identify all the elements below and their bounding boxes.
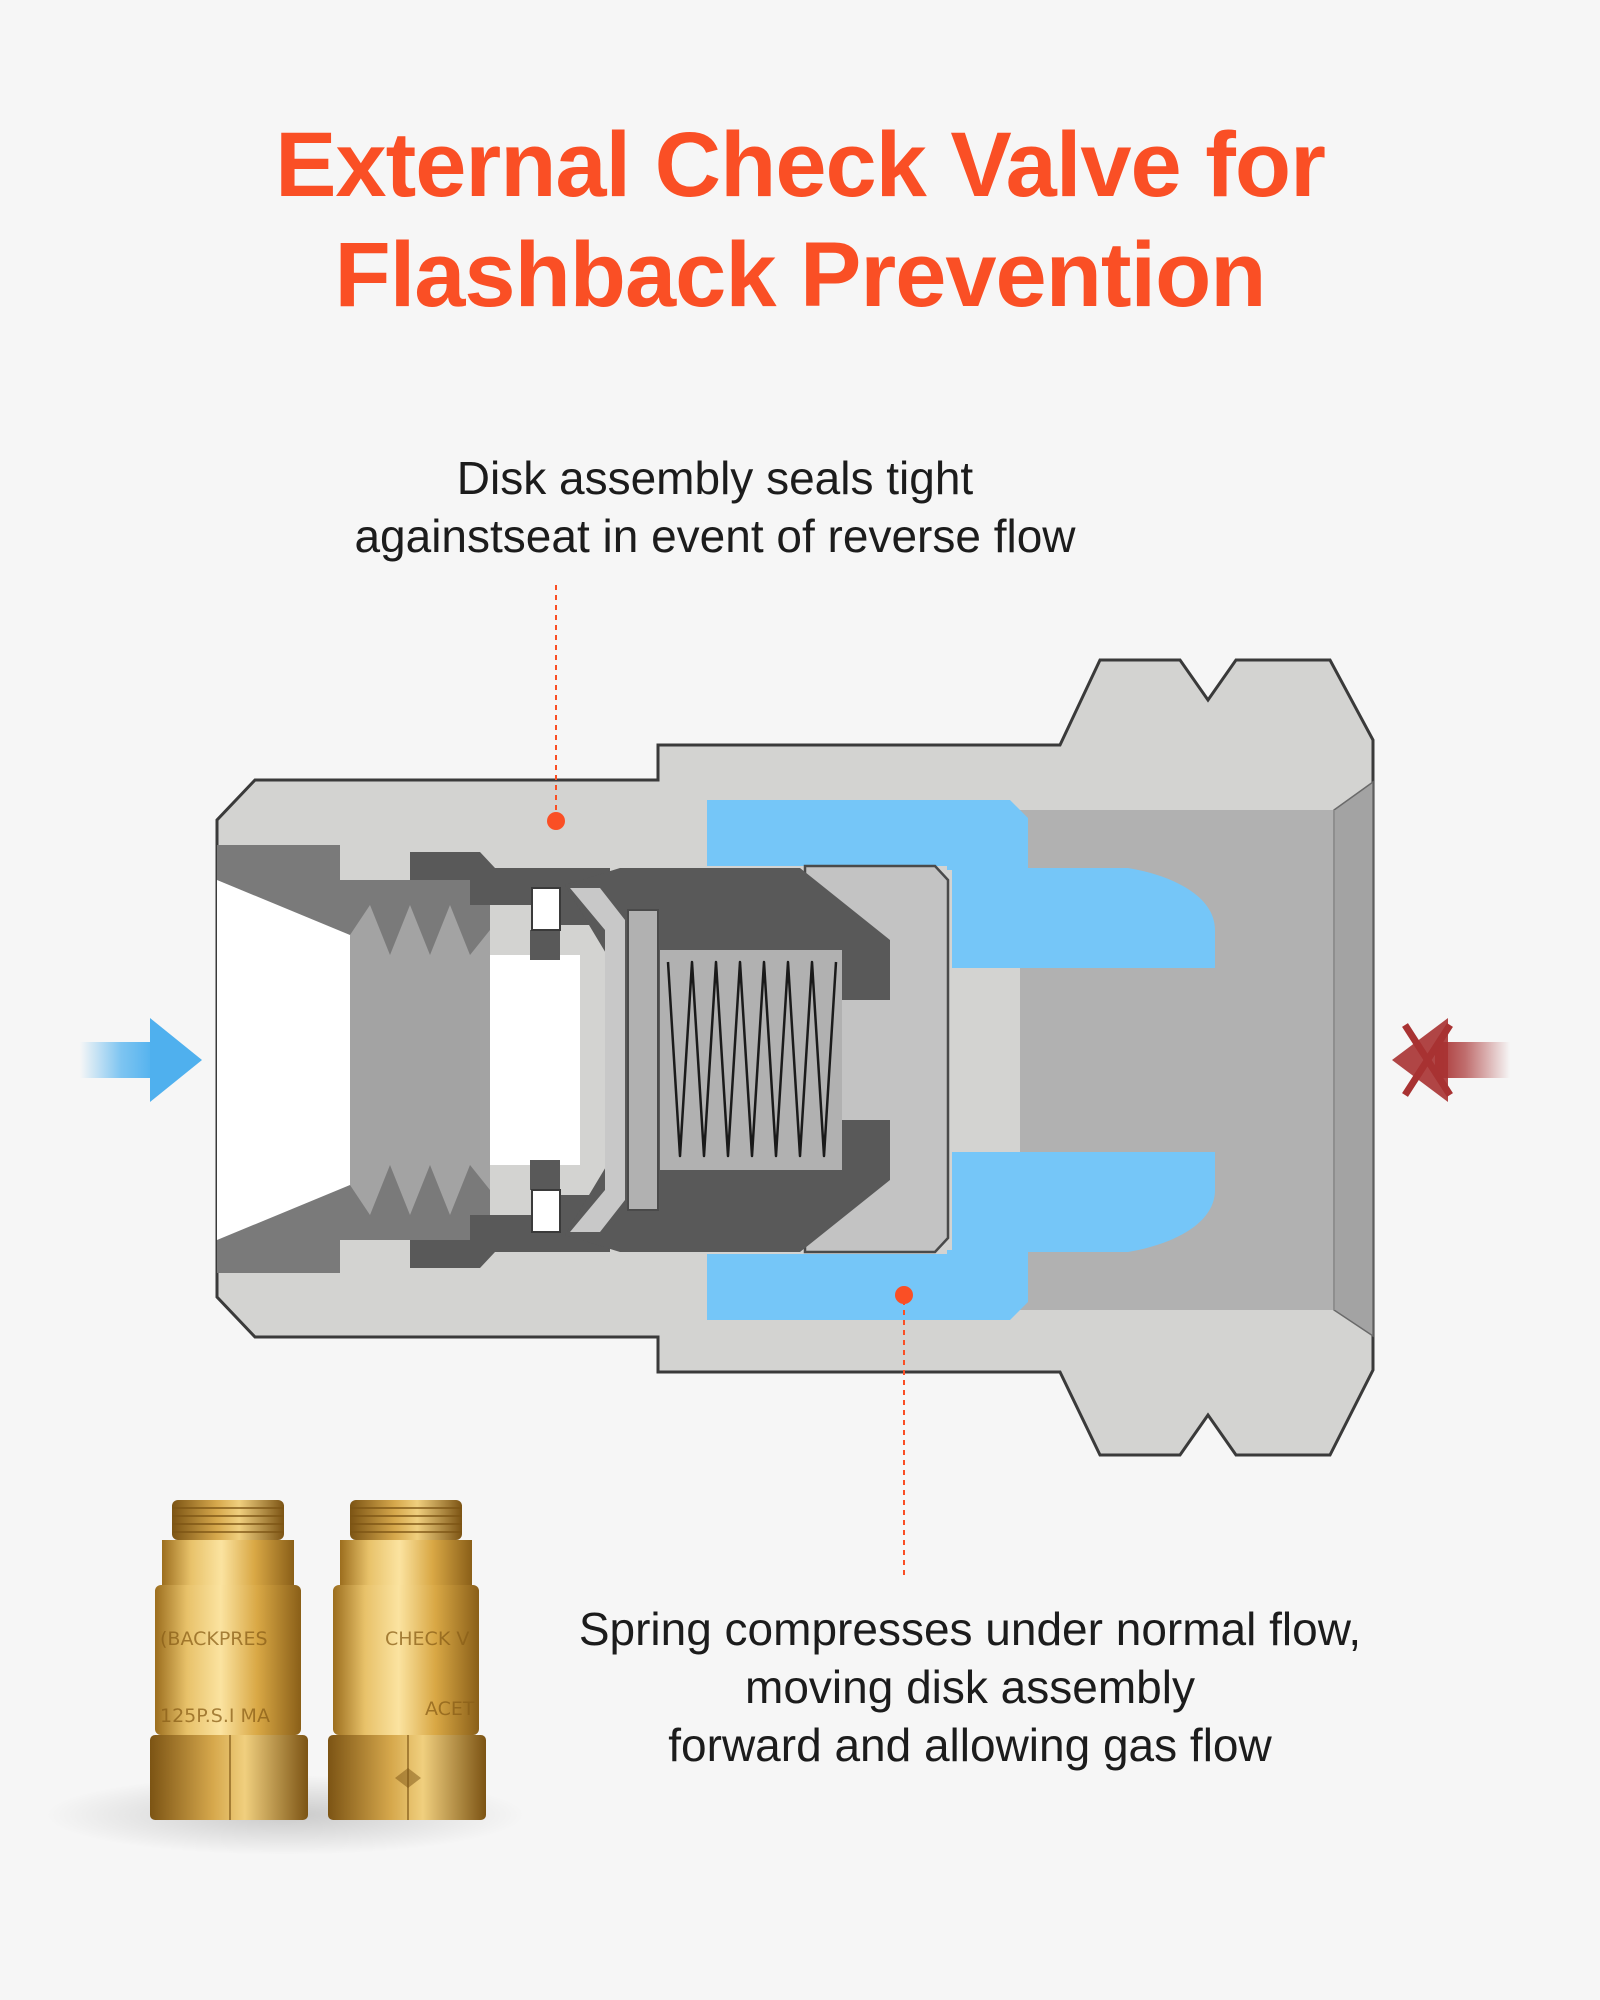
disk-seal-callout: Disk assembly seals tight againstseat in… <box>300 449 1130 565</box>
disk-seal-callout-line-1: Disk assembly seals tight <box>456 452 974 504</box>
page-title: External Check Valve for Flashback Preve… <box>0 110 1600 330</box>
page-title-line-1: External Check Valve for <box>275 114 1326 216</box>
seat-notch-top <box>531 887 561 931</box>
outlet-taper <box>1333 780 1374 1338</box>
valve-right-gas: ACET <box>425 1698 475 1720</box>
spring-callout-line-1: Spring compresses under normal flow, <box>578 1603 1362 1655</box>
thread-bottom <box>350 1130 490 1215</box>
spring-marker <box>895 1286 913 1304</box>
gas-chamber-bottom <box>707 1152 1215 1320</box>
gas-chamber-top <box>707 800 1215 968</box>
blocked-arrow-left-icon <box>1392 1018 1510 1102</box>
inlet-bore <box>490 955 580 1165</box>
spring-callout-line-2: moving disk assembly <box>745 1661 1195 1713</box>
seat-ring-bottom <box>410 1160 610 1268</box>
spring-callout: Spring compresses under normal flow, mov… <box>520 1600 1420 1774</box>
page-title-line-2: Flashback Prevention <box>334 224 1267 326</box>
disk-face <box>570 888 625 1232</box>
brass-valve-right: CHECK V ACET <box>328 1500 486 1820</box>
disk-seal-marker <box>547 812 565 830</box>
inlet-throat <box>350 990 490 1130</box>
product-photo: (BACKPRES 125P.S.I MA CHECK V ACET <box>45 1500 525 1855</box>
valve-left-engraving: (BACKPRES <box>160 1628 268 1650</box>
thread-top <box>350 905 490 990</box>
brass-valve-left: (BACKPRES 125P.S.I MA <box>150 1500 308 1820</box>
valve-right-engraving: CHECK V <box>385 1628 469 1650</box>
seat-ring-top <box>410 852 610 960</box>
disk-stem <box>627 909 659 1211</box>
disk-seal-callout-line-2: againstseat in event of reverse flow <box>354 510 1076 562</box>
arrow-right-icon <box>80 1018 202 1102</box>
seat-notch-bottom <box>531 1189 561 1233</box>
spring-callout-line-3: forward and allowing gas flow <box>668 1719 1272 1771</box>
spring <box>666 960 838 1158</box>
inlet-cone <box>217 880 350 1240</box>
valve-left-rating: 125P.S.I MA <box>160 1705 270 1727</box>
